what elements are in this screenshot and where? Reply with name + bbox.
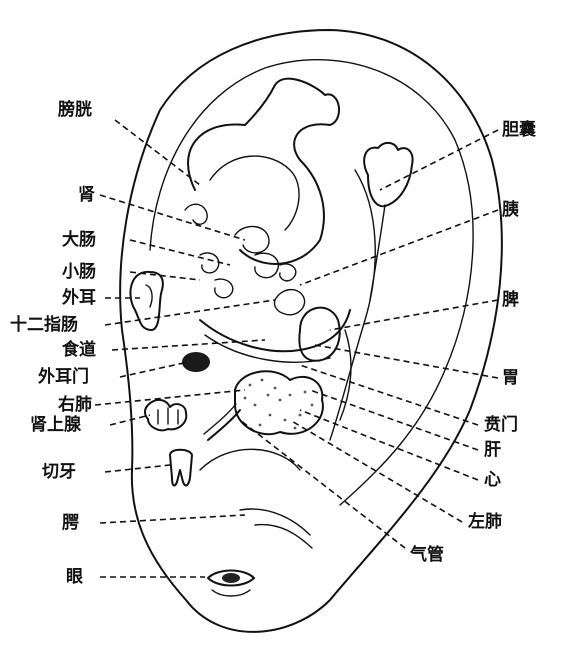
label-small-intestine: 小肠: [62, 262, 96, 282]
label-spleen: 脾: [502, 290, 519, 310]
label-eye: 眼: [66, 567, 83, 587]
label-pancreas: 胰: [502, 200, 519, 220]
intestine-coils: [184, 203, 297, 299]
label-ear-gate: 外耳门: [38, 367, 89, 387]
label-cheek: 腭: [62, 513, 79, 533]
label-adrenal: 肾上腺: [30, 415, 81, 435]
label-gallbladder: 胆囊: [502, 120, 536, 140]
eye-pupil: [222, 573, 240, 583]
label-heart: 心: [484, 470, 501, 490]
lobe-fold-3: [254, 523, 313, 549]
lobe-fold-1: [199, 448, 301, 471]
adrenal-cluster: [144, 399, 188, 432]
upper-fold-figure: [187, 77, 340, 265]
label-stomach: 胃: [502, 368, 519, 388]
label-left-lung: 左肺: [468, 512, 502, 532]
label-large-intestine: 大肠: [62, 230, 96, 250]
upper-fold-inner: [209, 155, 300, 231]
helix-inner-rim: [149, 59, 474, 506]
right-leader-lines: [239, 129, 499, 549]
stomach-shape: [298, 306, 341, 362]
label-trachea: 气管: [410, 545, 444, 565]
small-ear-inner: [145, 284, 153, 308]
label-cardia: 贲门: [484, 415, 518, 435]
label-duodenum: 十二指肠: [10, 315, 78, 335]
small-ear-drawing: [129, 270, 164, 331]
adrenal-cluster-lines: [157, 407, 179, 425]
incisor-tooth: [169, 448, 193, 487]
lung-heart-cluster: [234, 370, 324, 436]
trachea-tube-2: [203, 403, 237, 435]
label-right-lung: 右肺: [58, 395, 92, 415]
label-kidney: 肾: [78, 185, 95, 205]
trachea-tube: [207, 409, 241, 441]
label-bladder: 膀胱: [58, 100, 92, 120]
left-leader-lines: [94, 119, 276, 578]
hand-figure: [363, 142, 414, 208]
label-esophagus: 食道: [62, 340, 96, 360]
label-external-ear: 外耳: [62, 288, 96, 308]
hand-arm: [369, 204, 386, 301]
eye-shape: [207, 569, 255, 587]
lung-dotting: [243, 378, 314, 430]
antihelix-inner: [339, 329, 352, 421]
antihelix: [329, 169, 376, 441]
label-incisor: 切牙: [42, 462, 76, 482]
pancreas-shape: [273, 289, 306, 316]
concha-ridge-2: [204, 334, 331, 363]
eye-lid: [211, 589, 251, 597]
lobe-fold-2: [239, 508, 311, 536]
label-liver: 肝: [484, 440, 501, 460]
ear-gate-dot: [182, 352, 210, 372]
ear-outline: [119, 29, 503, 633]
